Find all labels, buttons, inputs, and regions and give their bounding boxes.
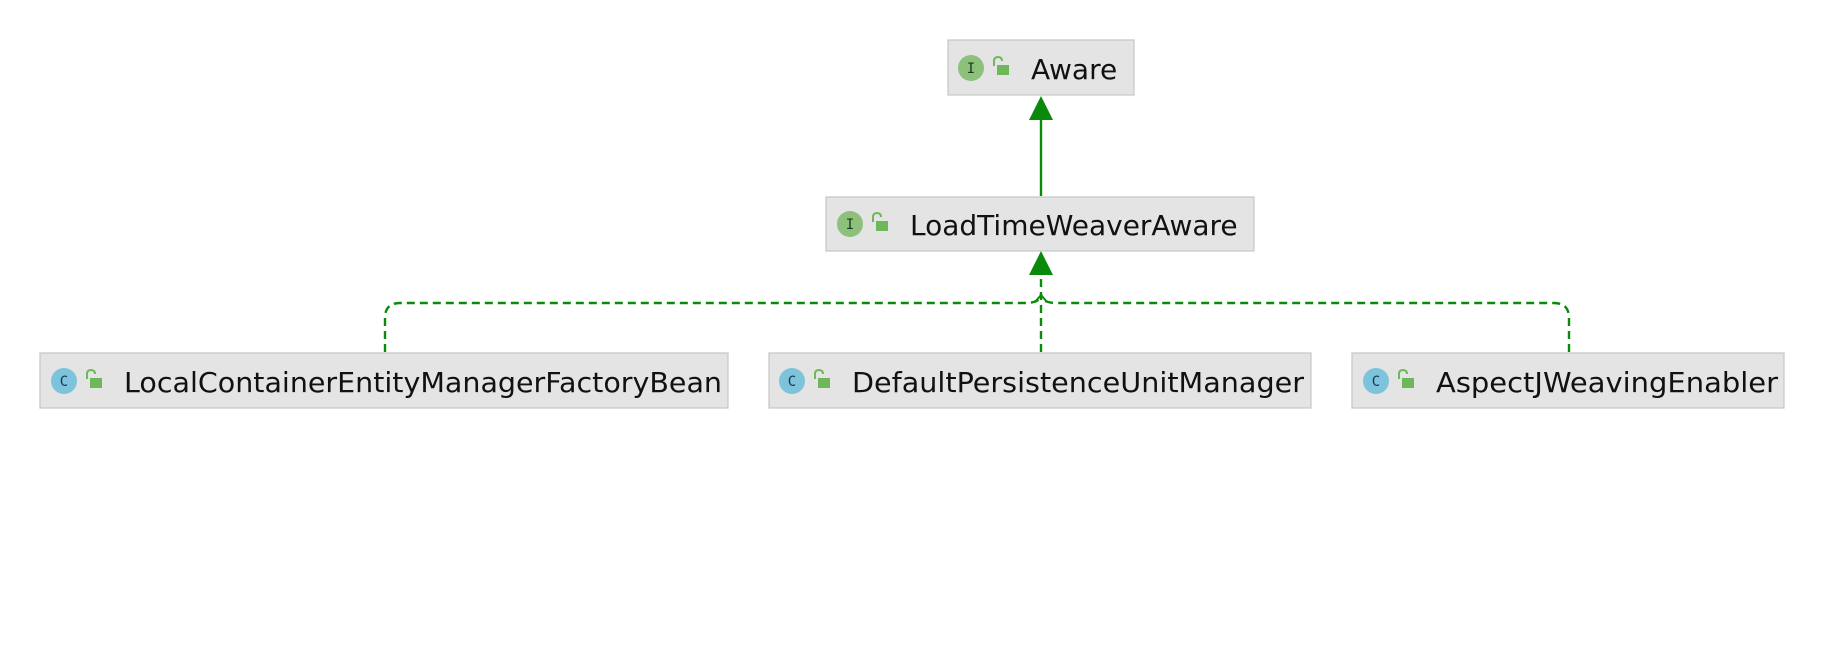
node-aspectj-weaving-enabler[interactable]: C AspectJWeavingEnabler (1351, 352, 1785, 409)
node-label: AspectJWeavingEnabler (1436, 366, 1779, 399)
svg-text:C: C (1372, 374, 1380, 390)
node-local-container-entity-manager-factory-bean[interactable]: C LocalContainerEntityManagerFactoryBean (39, 352, 729, 409)
node-label: DefaultPersistenceUnitManager (852, 366, 1304, 399)
node-aware[interactable]: I Aware (947, 39, 1135, 96)
class-badge-icon: C (779, 368, 805, 394)
node-load-time-weaver-aware[interactable]: I LoadTimeWeaverAware (825, 196, 1255, 252)
extends-arrowhead (1029, 96, 1053, 120)
interface-badge-icon: I (958, 55, 984, 81)
node-label: LocalContainerEntityManagerFactoryBean (124, 366, 722, 399)
interface-badge-icon: I (837, 211, 863, 237)
svg-text:I: I (967, 61, 975, 77)
svg-text:C: C (60, 374, 68, 390)
edges (383, 96, 1571, 352)
svg-text:I: I (846, 217, 854, 233)
class-badge-icon: C (1363, 368, 1389, 394)
edge-aspectj-implements-load-time-weaver-aware (1039, 293, 1571, 352)
public-lock-icon (1398, 368, 1414, 388)
public-lock-icon (86, 368, 102, 388)
node-label: LoadTimeWeaverAware (910, 209, 1238, 242)
public-lock-icon (872, 211, 888, 231)
node-default-persistence-unit-manager[interactable]: C DefaultPersistenceUnitManager (768, 352, 1312, 409)
edge-local-container-implements-load-time-weaver-aware (383, 293, 1043, 352)
implements-open-chevron (1034, 293, 1048, 303)
node-label: Aware (1031, 53, 1117, 86)
implements-arrowhead (1029, 251, 1053, 275)
svg-text:C: C (788, 374, 796, 390)
class-badge-icon: C (51, 368, 77, 394)
public-lock-icon (814, 368, 830, 388)
public-lock-icon (993, 55, 1009, 75)
